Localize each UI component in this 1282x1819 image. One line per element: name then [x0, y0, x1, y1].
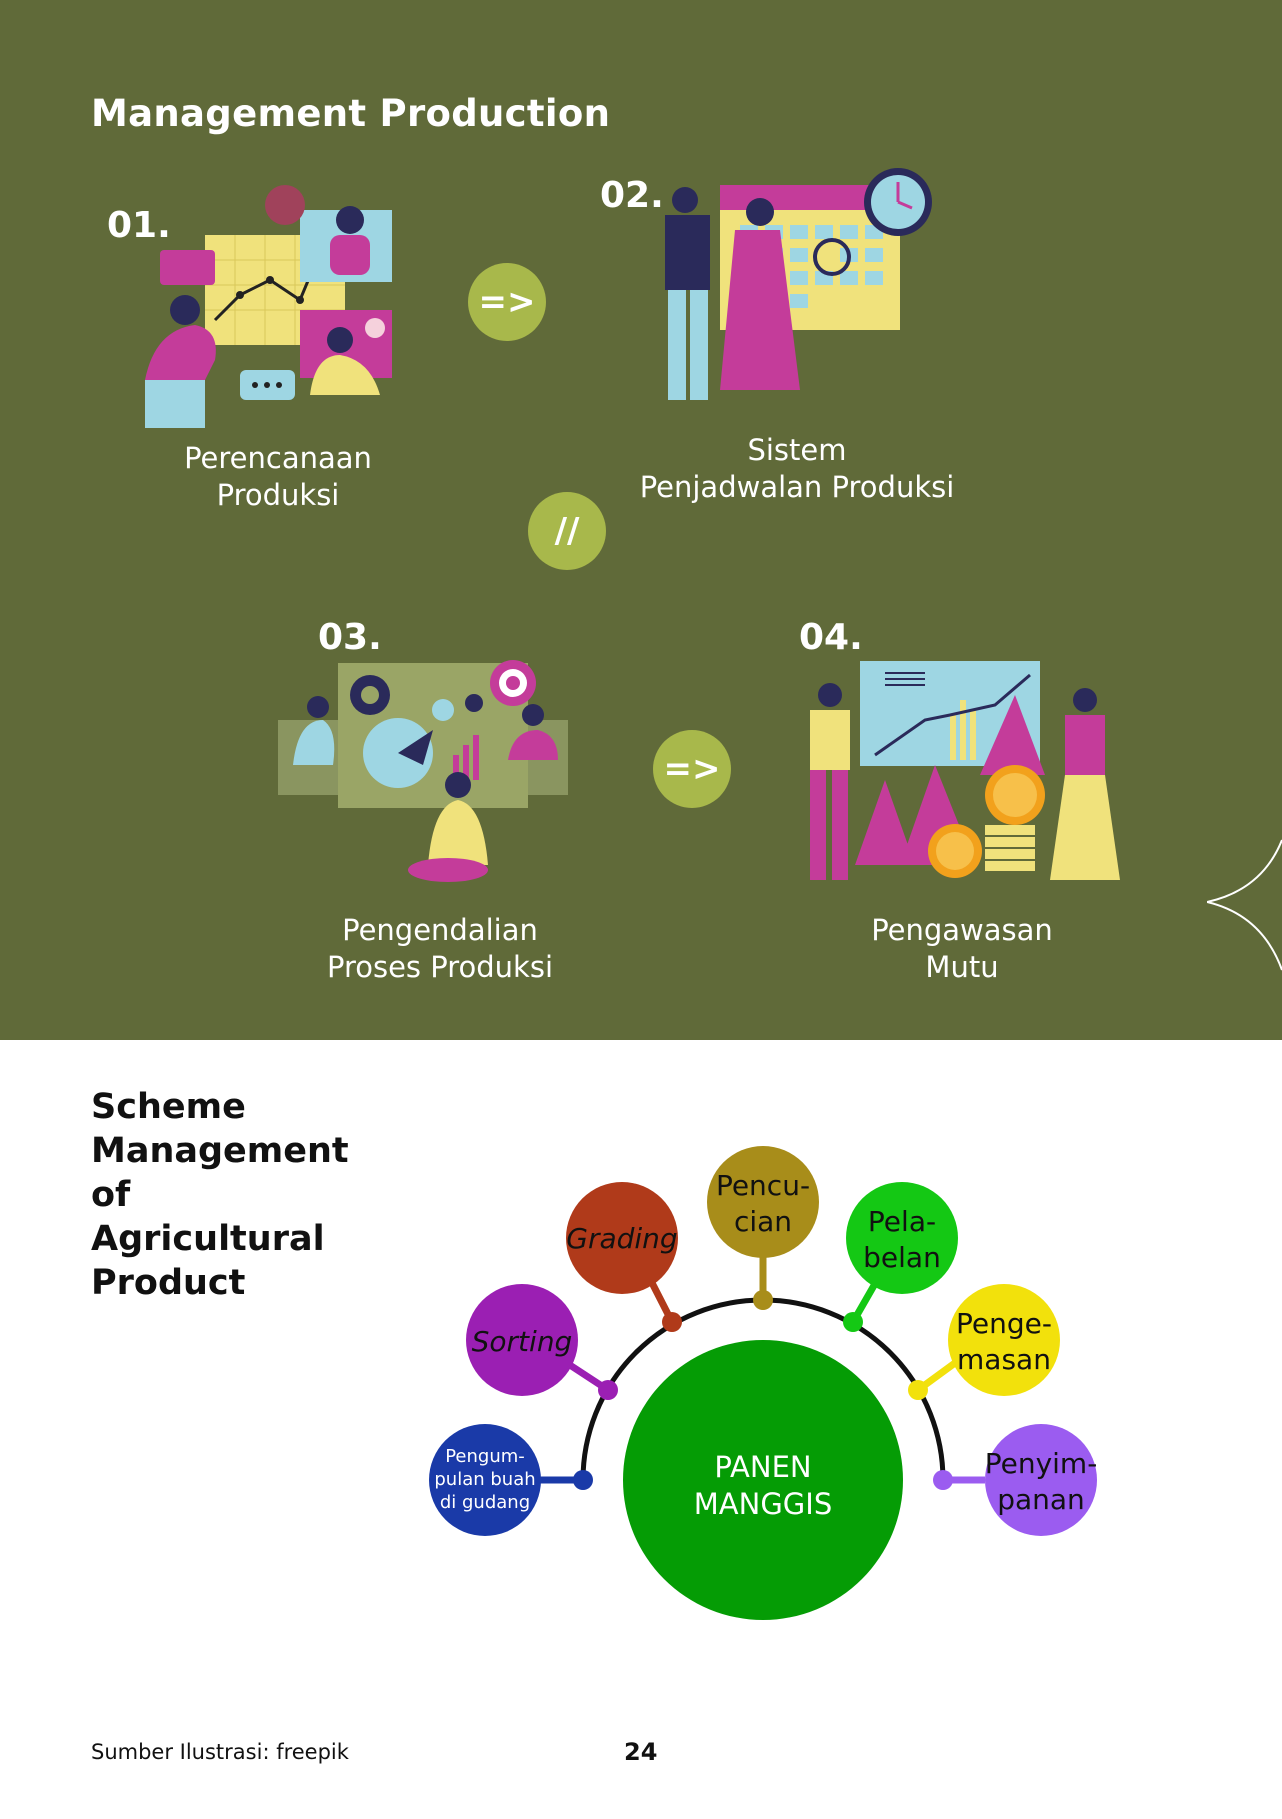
arrow-down: //	[528, 492, 606, 570]
svg-text:Pencu-: Pencu-	[716, 1169, 810, 1202]
center-label-2: MANGGIS	[694, 1487, 832, 1521]
planning-illustration	[145, 185, 392, 428]
svg-text:belan: belan	[863, 1241, 941, 1274]
svg-text:Pengum-: Pengum-	[445, 1446, 525, 1467]
svg-text:Penge-: Penge-	[956, 1307, 1052, 1340]
node-pengemasan	[948, 1284, 1060, 1396]
svg-text:Sorting: Sorting	[472, 1325, 573, 1358]
svg-text:Penyim-: Penyim-	[985, 1447, 1098, 1480]
svg-text:panan: panan	[997, 1483, 1085, 1516]
node-grading	[566, 1182, 678, 1294]
svg-text:di gudang: di gudang	[440, 1492, 530, 1513]
step-number-04: 04.	[799, 617, 863, 658]
svg-text:Grading: Grading	[566, 1222, 677, 1255]
step-number-03: 03.	[318, 617, 382, 658]
quality-illustration	[810, 661, 1120, 880]
svg-text:masan: masan	[957, 1343, 1051, 1376]
node-pelabelan	[846, 1182, 958, 1294]
arrow-right-1: =>	[468, 263, 546, 341]
illustration-source: Sumber Ilustrasi: freepik	[91, 1740, 349, 1764]
arrow-right-2: =>	[653, 730, 731, 808]
center-circle	[623, 1340, 903, 1620]
node-sorting	[466, 1284, 578, 1396]
node-pengumpulan	[429, 1424, 541, 1536]
step-number-01: 01.	[107, 205, 171, 246]
section-title: Management Production	[91, 92, 611, 135]
node-pencucian	[707, 1146, 819, 1258]
center-label-1: PANEN	[714, 1450, 811, 1484]
svg-text:Pela-: Pela-	[868, 1205, 936, 1238]
control-illustration	[278, 660, 568, 882]
harvest-scheme-diagram: PANEN MANGGIS Pengum- pulan buah di guda…	[429, 1146, 1098, 1620]
step-number-02: 02.	[600, 175, 664, 216]
scheduling-illustration	[665, 168, 932, 400]
svg-text:pulan buah: pulan buah	[434, 1469, 535, 1490]
svg-text:cian: cian	[734, 1205, 792, 1238]
corner-decoration	[1207, 839, 1282, 971]
node-penyimpanan	[985, 1424, 1097, 1536]
page-number: 24	[624, 1738, 658, 1766]
scheme-title: Scheme Management of Agricultural Produc…	[91, 1087, 349, 1303]
